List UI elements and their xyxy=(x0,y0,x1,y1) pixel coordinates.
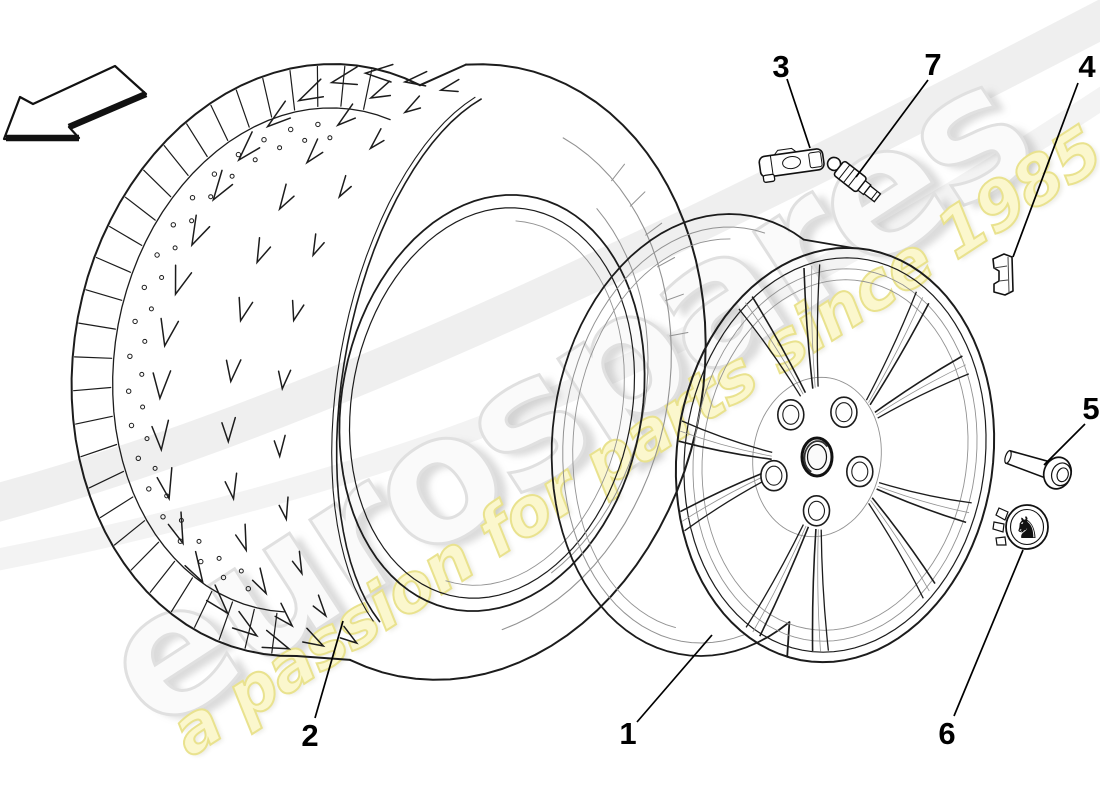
leader-line xyxy=(855,79,929,178)
valve-drawing xyxy=(826,156,882,203)
callout-7[interactable]: 7 xyxy=(855,47,942,178)
callout-5-label: 5 xyxy=(1082,391,1099,426)
centre-cap-drawing: ♞ xyxy=(992,504,1049,550)
cap-face xyxy=(1005,504,1049,550)
callout-6[interactable]: 6 xyxy=(938,549,1024,751)
wheel-rim-drawing xyxy=(550,213,996,664)
callout-7-label: 7 xyxy=(924,47,941,82)
wheel-bolt-drawing xyxy=(1004,449,1073,490)
callout-3[interactable]: 3 xyxy=(772,49,811,149)
leader-line xyxy=(1012,82,1079,258)
callout-5[interactable]: 5 xyxy=(1043,391,1100,466)
direction-arrow-icon xyxy=(2,64,148,142)
leader-line xyxy=(1043,423,1086,466)
balance-weight-drawing xyxy=(992,253,1014,296)
callout-1[interactable]: 1 xyxy=(619,634,713,751)
prancing-horse-icon: ♞ xyxy=(1014,511,1041,546)
leader-line xyxy=(314,620,344,719)
callout-3-label: 3 xyxy=(772,49,789,84)
tyre-drawing xyxy=(70,63,707,681)
callout-4[interactable]: 4 xyxy=(1012,49,1096,258)
cap-tab xyxy=(995,536,1007,546)
callout-6-label: 6 xyxy=(938,716,955,751)
cap-tab xyxy=(992,521,1005,533)
callout-2-label: 2 xyxy=(301,718,318,753)
tyre-pressure-sensor-drawing xyxy=(758,147,825,183)
cap-tab xyxy=(995,507,1009,521)
leader-line xyxy=(953,549,1024,717)
valve-stem xyxy=(863,184,882,203)
leader-line xyxy=(786,78,811,149)
callout-1-label: 1 xyxy=(619,716,636,751)
sensor-body xyxy=(758,148,825,178)
leader-line xyxy=(636,634,713,723)
callout-4-label: 4 xyxy=(1078,49,1096,84)
arrow-shadow-2 xyxy=(67,91,148,130)
callout-2[interactable]: 2 xyxy=(301,620,344,753)
